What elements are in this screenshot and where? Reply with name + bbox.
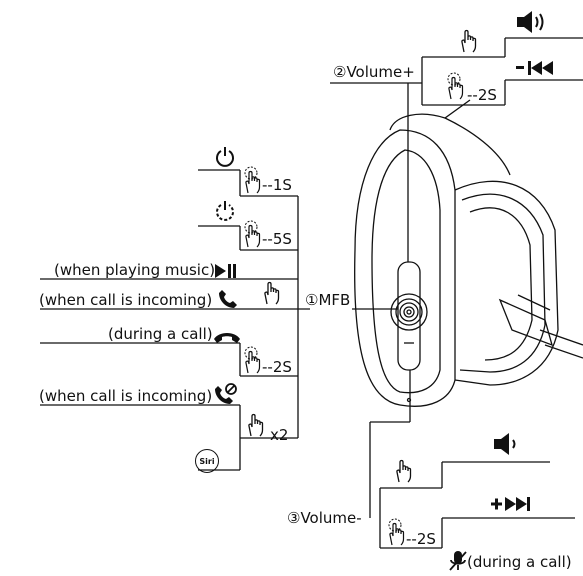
volume-down-icon: [494, 433, 516, 455]
hand-tap-icon: [461, 29, 477, 53]
during-a-call-label: (during a call): [108, 325, 213, 343]
mfb-hold-5s: --5S: [262, 230, 292, 248]
microphone-mute-icon: [449, 551, 467, 571]
hand-tap-icon: [264, 281, 280, 305]
mfb-hold-1s: --1S: [262, 176, 292, 194]
mfb-double-press: x2: [270, 426, 289, 444]
play-pause-icon: [215, 264, 236, 278]
press-hold-icon: [244, 346, 261, 374]
vol-plus-hold-hint: --2S: [467, 86, 497, 104]
phone-answer-icon: [219, 290, 237, 308]
hand-tap-icon: [396, 459, 412, 483]
vol-minus-hold-hint: --2S: [406, 530, 436, 548]
mfb-label: ①MFB: [305, 291, 351, 309]
siri-text: Siri: [199, 456, 215, 466]
press-hold-icon: [388, 518, 405, 546]
power-pairing-icon: [216, 201, 234, 221]
press-hold-icon: [244, 166, 261, 194]
plus-next-track-icon: [491, 497, 530, 511]
when-call-incoming-label: (when call is incoming): [39, 291, 213, 309]
mfb-hold-2s: --2S: [262, 358, 292, 376]
power-icon: [216, 147, 234, 167]
volume-up-icon: [517, 11, 544, 33]
hand-tap-icon: [248, 413, 264, 437]
siri-icon: Siri: [195, 449, 219, 473]
when-playing-music-label: (when playing music): [54, 261, 216, 279]
press-hold-icon: [244, 220, 261, 248]
press-hold-icon: [447, 72, 464, 100]
phone-hangup-icon: [214, 333, 240, 343]
vol-plus-label: ②Volume+: [333, 63, 415, 81]
when-call-incoming-reject-label: (when call is incoming): [39, 387, 213, 405]
vol-minus-label: ③Volume-: [287, 509, 362, 527]
vol-minus-during-call-label: (during a call): [467, 553, 572, 571]
headset-illustration: [354, 99, 583, 407]
phone-reject-icon: [215, 383, 237, 404]
minus-previous-track-icon: [516, 61, 553, 75]
